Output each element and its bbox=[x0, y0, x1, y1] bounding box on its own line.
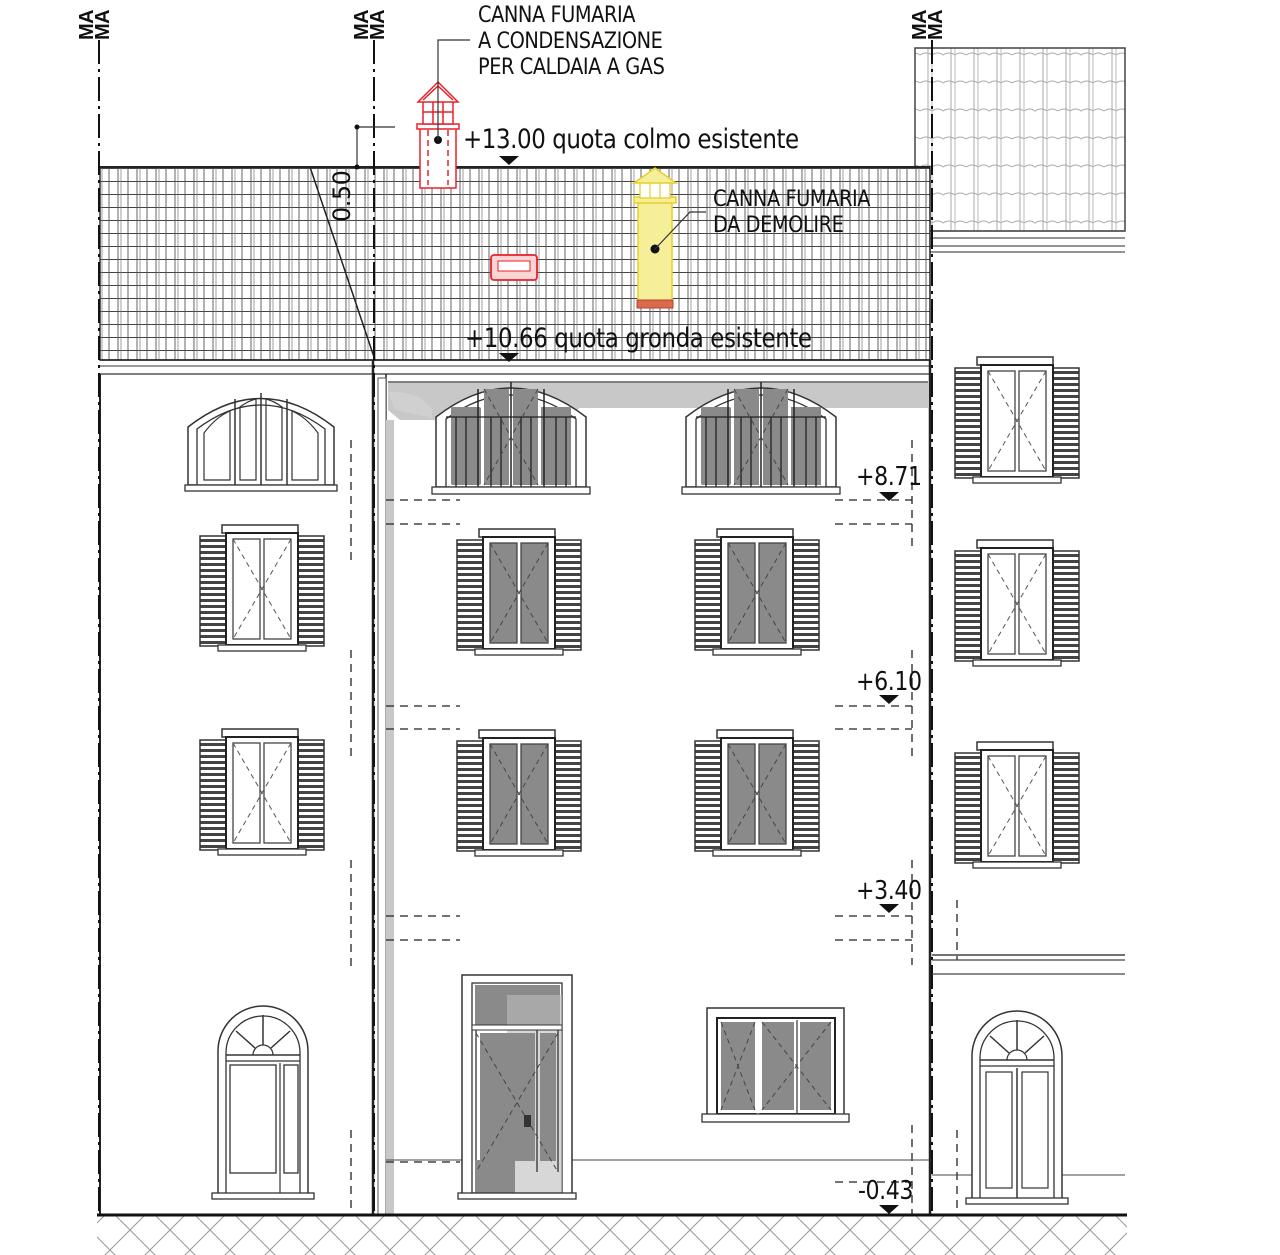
dimension-050: 0.50 bbox=[328, 170, 356, 222]
level-ground: -0.43 bbox=[858, 1176, 914, 1206]
axis-label-left-2: MA bbox=[92, 9, 114, 40]
entrance-door bbox=[457, 974, 577, 1200]
neighbor-roof bbox=[914, 47, 1126, 232]
new-flue-note-line3: PER CALDAIA A GAS bbox=[478, 55, 665, 80]
level-871: +8.71 bbox=[856, 462, 922, 492]
ground-window bbox=[701, 1007, 850, 1123]
level-ridge: +13.00 quota colmo esistente bbox=[463, 124, 799, 155]
level-340: +3.40 bbox=[856, 876, 922, 906]
demolish-flue-note-line2: DA DEMOLIRE bbox=[713, 213, 844, 238]
level-eaves: +10.66 quota gronda esistente bbox=[465, 323, 812, 354]
new-flue-note: CANNA FUMARIA A CONDENSAZIONE PER CALDAI… bbox=[478, 3, 665, 81]
demolish-flue-note-line1: CANNA FUMARIA bbox=[713, 187, 871, 212]
new-flue-note-line2: A CONDENSAZIONE bbox=[478, 29, 663, 54]
axis-label-right-2: MA bbox=[925, 9, 947, 40]
new-flue-note-line1: CANNA FUMARIA bbox=[478, 3, 636, 28]
demolish-flue-note: CANNA FUMARIA DA DEMOLIRE bbox=[713, 187, 871, 239]
axis-label-center-2: MA bbox=[367, 9, 389, 40]
left-arched-window bbox=[184, 393, 338, 492]
level-610: +6.10 bbox=[856, 667, 922, 697]
demolish-flue-chimney bbox=[631, 167, 679, 309]
